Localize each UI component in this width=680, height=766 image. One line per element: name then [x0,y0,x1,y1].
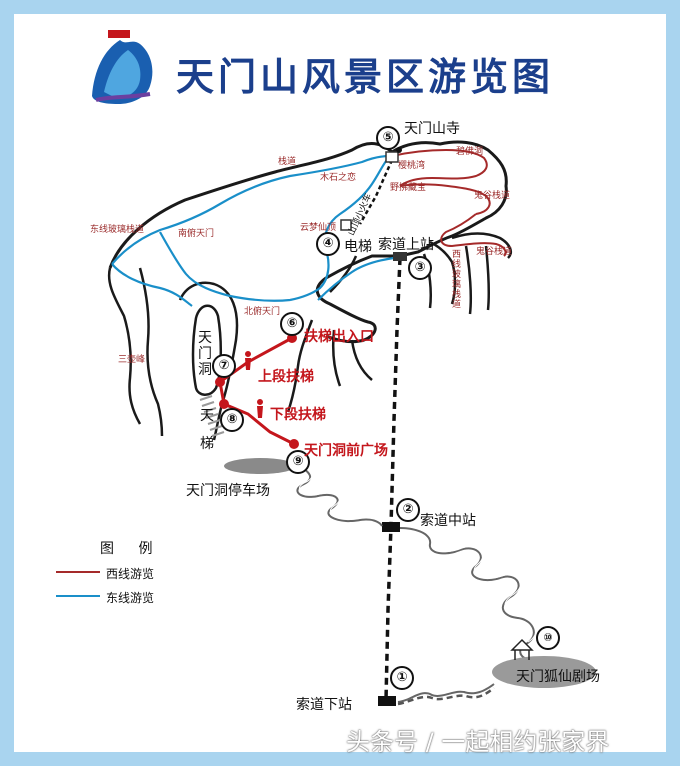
escalator-lower-label[interactable]: 下段扶梯 [270,407,326,423]
station-number-3: ③ [408,256,432,280]
west-route-line [391,148,507,257]
station-label-9[interactable]: 天门洞前广场 [304,443,388,459]
station-label-4[interactable]: 电梯 [344,239,372,255]
station-number-4: ④ [316,232,340,256]
east-route-line [111,154,395,307]
station-block-upper [393,252,407,261]
spot-mushi[interactable]: 木石之恋 [320,173,357,183]
station-block-lower [378,696,396,706]
spot-zhandao[interactable]: 栈道 [278,157,297,167]
lower-road [397,686,495,706]
escalator-person-icon-upper [245,351,251,370]
spot-sanjing[interactable]: 三壶峰 [118,355,146,365]
escalator-node-7 [215,377,225,387]
station-block-middle [382,522,400,532]
spot-xixian[interactable]: 西线玻璃栈道 [452,250,462,310]
spot-yeshu[interactable]: 野拂藏宝 [390,183,427,193]
spot-yingtao[interactable]: 樱桃湾 [398,161,426,171]
spot-guigu2[interactable]: 鬼谷栈道 [476,247,513,257]
legend-title: 图 例 [100,541,163,557]
station-number-7: ⑦ [212,354,236,378]
station-number-6: ⑥ [280,312,304,336]
sky-ladder-stairs [199,395,225,437]
parking-lot-shape [224,458,296,474]
spot-dongxian[interactable]: 东线玻璃栈道 [90,225,145,235]
station-label-3[interactable]: 索道上站 [378,237,434,253]
escalator-node-8 [219,399,229,409]
escalator-upper-label[interactable]: 上段扶梯 [258,369,314,385]
legend-east-label: 东线游览 [106,591,155,605]
station-label-6[interactable]: 扶梯出入口 [304,329,374,345]
station-number-9: ⑨ [286,450,310,474]
station-number-2: ② [396,498,420,522]
temple-block [385,151,399,163]
legend-west-label: 西线游览 [106,567,155,581]
temple-dot [396,147,402,153]
watermark-text: 头条号 / 一起相约张家界 [346,728,610,756]
spot-yunmeng[interactable]: 云梦仙顶 [300,223,337,233]
mountain-outline-right [422,232,512,315]
station-number-10: ⑩ [536,626,560,650]
theatre-icon [510,638,534,660]
winding-road [289,461,535,703]
station-number-8: ⑧ [220,408,244,432]
page-title: 天门山风景区游览图 [176,54,555,99]
mountain-outline-left [107,255,373,441]
station-number-1: ① [390,666,414,690]
theatre-shape [492,656,596,688]
station-label-10[interactable]: 天门狐仙剧场 [516,669,600,685]
station-label-8[interactable]: 天梯 [200,408,214,452]
station-label-1[interactable]: 索道下站 [296,697,352,713]
spot-beifu[interactable]: 北俯天门 [244,307,281,317]
winding-road-inner [291,459,537,643]
spot-bijidong[interactable]: 碧佛洞 [456,147,484,157]
station-label-2[interactable]: 索道中站 [420,513,476,529]
mountain-outline [108,140,508,344]
spot-guigu1[interactable]: 鬼谷栈道 [474,191,511,201]
station-number-5: ⑤ [376,126,400,150]
parking-label[interactable]: 天门洞停车场 [186,483,270,499]
station-label-5[interactable]: 天门山寺 [404,121,460,137]
elevator-block [340,219,352,231]
escalator-node-9 [289,439,299,449]
mountain-logo-icon [92,30,153,104]
station-label-7[interactable]: 天门洞 [198,330,212,378]
escalator-person-icon-lower [257,399,263,418]
spot-nanfu[interactable]: 南俯天门 [178,229,215,239]
cableway-line [384,257,402,701]
